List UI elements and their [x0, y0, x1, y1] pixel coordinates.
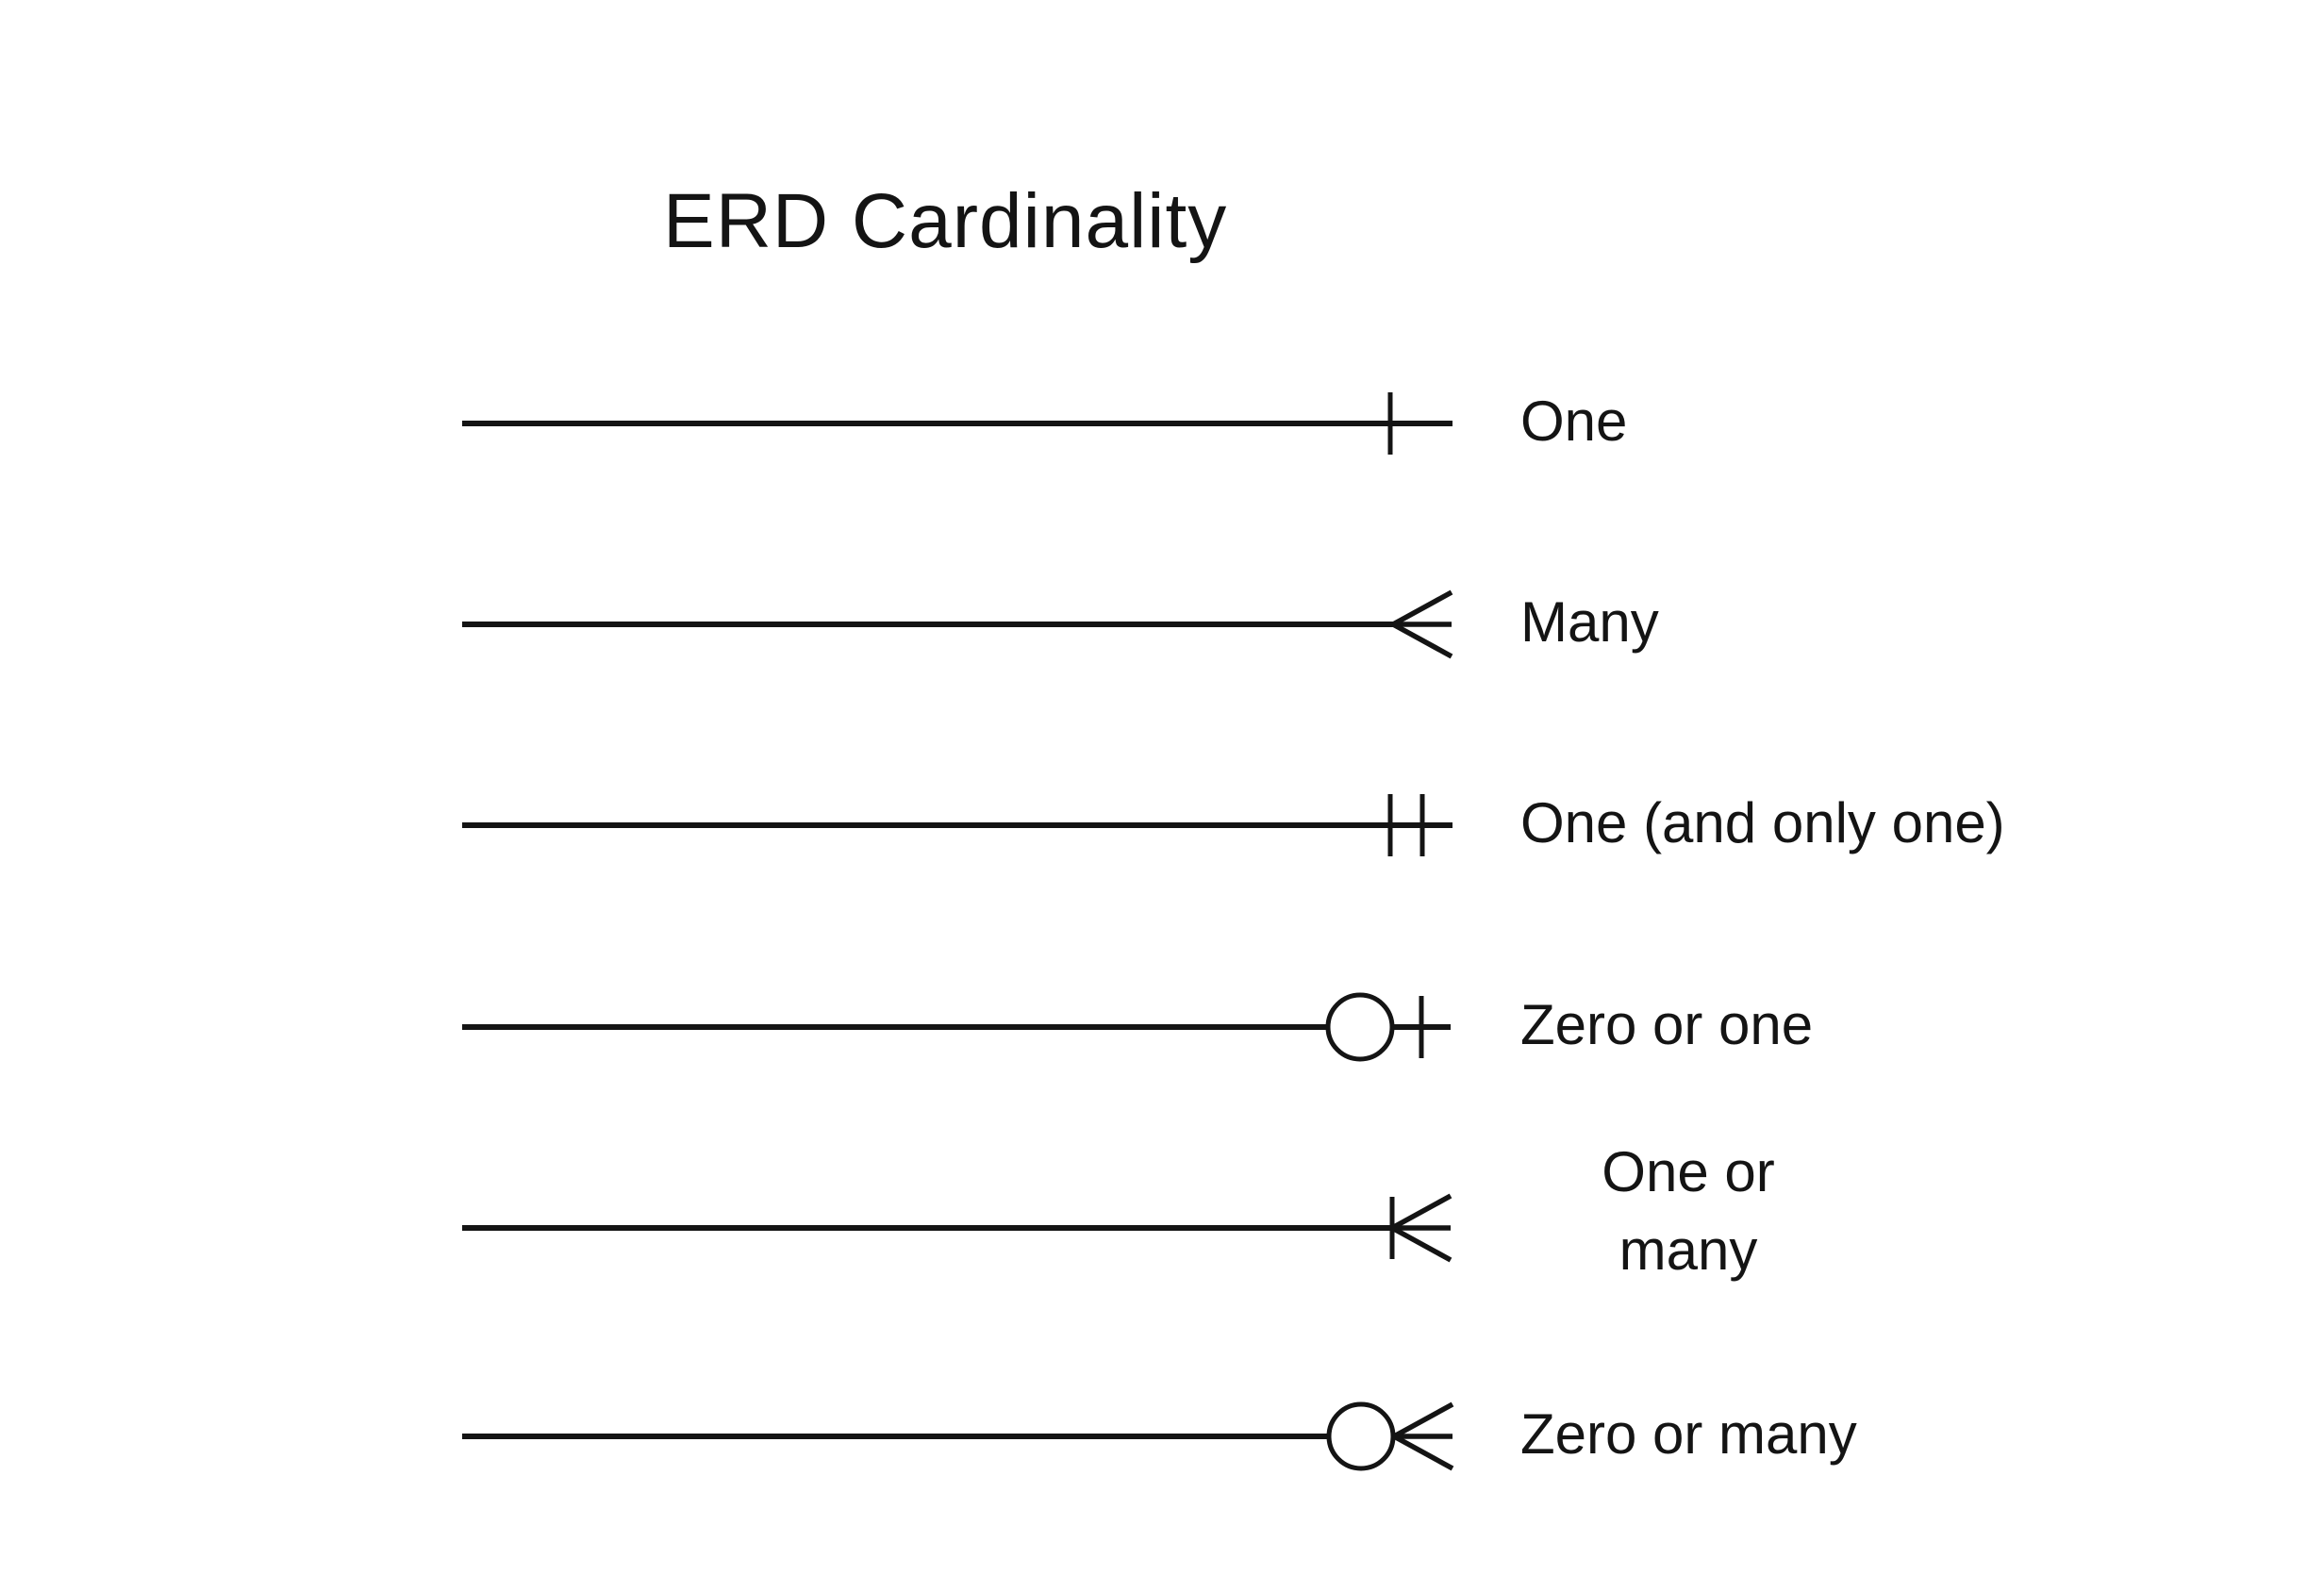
cardinality-row-one-and-only-one [462, 794, 1452, 856]
cardinality-row-one-or-many [462, 1193, 1452, 1263]
row-label-line: One or [1602, 1140, 1775, 1203]
row-label-one-or-many: One or many [1602, 1133, 1774, 1289]
ring-icon [1326, 1401, 1396, 1471]
crow-foot-icon [1390, 1193, 1452, 1263]
row-label-many: Many [1520, 590, 1659, 654]
cardinality-row-zero-or-one [462, 992, 1451, 1062]
ring-icon [1325, 992, 1395, 1062]
cardinality-row-one [462, 392, 1452, 455]
cardinality-row-many [462, 589, 1453, 659]
row-label-zero-or-many: Zero or many [1520, 1402, 1857, 1466]
cardinality-row-zero-or-many [462, 1401, 1454, 1471]
row-label-one: One [1520, 390, 1628, 453]
crow-foot-icon [1392, 1401, 1454, 1471]
crow-foot-icon [1391, 589, 1453, 659]
page-title: ERD Cardinality [663, 178, 1228, 264]
row-label-one-and-only-one: One (and only one) [1520, 791, 2005, 854]
row-label-line: many [1618, 1219, 1758, 1282]
row-label-zero-or-one: Zero or one [1520, 993, 1814, 1056]
